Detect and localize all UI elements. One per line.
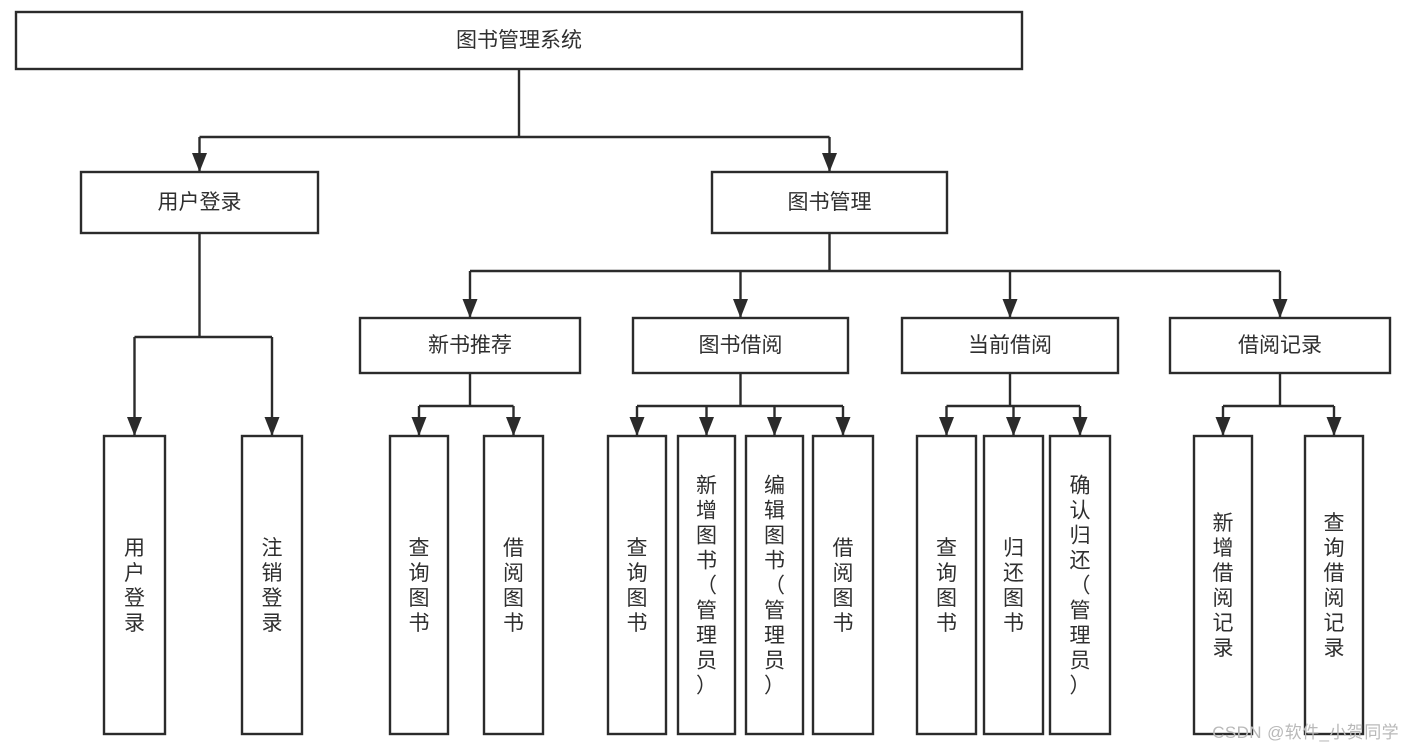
arrow-head-logout-action [264,417,280,436]
node-label-borrow-book-recommend: 借阅图书 [503,537,524,635]
node-label-add-book-admin: 新增图书（管理员） [696,475,717,698]
node-label-book-borrow: 图书借阅 [699,334,783,357]
node-label-query-book-borrow: 查询图书 [627,537,648,635]
node-user-login-action[interactable]: 用户登录 [102,434,167,736]
node-logout-action[interactable]: 注销登录 [240,434,304,736]
arrow-head-add-book-admin [699,417,714,436]
node-label-query-borrow-record: 查询借阅记录 [1324,512,1345,660]
node-box-add-borrow-record [1192,434,1254,736]
node-box-user-login-action [102,434,167,736]
node-query-book-borrow[interactable]: 查询图书 [606,434,668,736]
node-label-logout-action: 注销登录 [262,537,283,635]
node-root[interactable]: 图书管理系统 [14,10,1024,71]
node-box-borrow-book-action [811,434,875,736]
node-new-book-recommend[interactable]: 新书推荐 [358,316,582,375]
node-box-borrow-book-recommend [482,434,545,736]
watermark-text: CSDN @软件_小贺同学 [1212,723,1399,742]
arrow-head-borrow-book-recommend [506,417,521,436]
node-label-return-book: 归还图书 [1003,537,1024,635]
node-label-borrow-record: 借阅记录 [1238,334,1322,357]
arrow-head-query-borrow-record [1326,417,1342,436]
arrow-head-book-borrow [733,299,748,318]
arrow-head-query-book-borrow [629,417,645,436]
node-confirm-return-admin[interactable]: 确认归还（管理员） [1048,434,1112,736]
arrow-head-book-management [822,153,837,172]
node-label-edit-book-admin: 编辑图书（管理员） [764,475,785,698]
node-box-query-book-current [915,434,978,736]
node-layer: 图书管理系统用户登录图书管理新书推荐图书借阅当前借阅借阅记录用户登录注销登录查询… [14,10,1392,736]
node-box-book-borrow [631,316,850,375]
node-box-edit-book-admin [744,434,805,736]
node-box-root [14,10,1024,71]
node-book-borrow[interactable]: 图书借阅 [631,316,850,375]
node-label-user-login-action: 用户登录 [124,537,145,635]
node-add-book-admin[interactable]: 新增图书（管理员） [676,434,737,736]
node-label-book-management: 图书管理 [788,191,872,214]
node-label-borrow-book-action: 借阅图书 [833,537,854,635]
node-return-book[interactable]: 归还图书 [982,434,1045,736]
node-book-management[interactable]: 图书管理 [710,170,949,235]
arrow-head-borrow-book-action [835,417,851,436]
node-current-borrow[interactable]: 当前借阅 [900,316,1120,375]
arrow-head-query-book-recommend [411,417,427,436]
node-box-book-management [710,170,949,235]
node-add-borrow-record[interactable]: 新增借阅记录 [1192,434,1254,736]
node-box-return-book [982,434,1045,736]
node-edit-book-admin[interactable]: 编辑图书（管理员） [744,434,805,736]
node-box-new-book-recommend [358,316,582,375]
node-box-user-login [79,170,320,235]
arrow-head-user-login-action [127,417,142,436]
arrow-head-user-login [192,153,207,172]
node-query-book-recommend[interactable]: 查询图书 [388,434,450,736]
node-box-add-book-admin [676,434,737,736]
node-label-new-book-recommend: 新书推荐 [428,334,512,357]
arrow-head-return-book [1006,417,1021,436]
arrow-head-edit-book-admin [767,417,782,436]
connector-layer [127,69,1342,436]
arrow-head-add-borrow-record [1215,417,1231,436]
node-box-confirm-return-admin [1048,434,1112,736]
node-user-login[interactable]: 用户登录 [79,170,320,235]
node-label-root: 图书管理系统 [456,29,582,52]
node-box-logout-action [240,434,304,736]
node-box-current-borrow [900,316,1120,375]
arrow-head-confirm-return-admin [1072,417,1088,436]
node-label-add-borrow-record: 新增借阅记录 [1213,512,1234,660]
arrow-head-query-book-current [939,417,954,436]
arrow-head-current-borrow [1002,299,1018,318]
arrow-head-borrow-record [1272,299,1288,318]
node-borrow-record[interactable]: 借阅记录 [1168,316,1392,375]
node-label-confirm-return-admin: 确认归还（管理员） [1070,475,1091,698]
node-query-book-current[interactable]: 查询图书 [915,434,978,736]
node-label-query-book-recommend: 查询图书 [409,537,430,635]
node-label-user-login: 用户登录 [158,191,242,214]
node-borrow-book-action[interactable]: 借阅图书 [811,434,875,736]
node-label-query-book-current: 查询图书 [936,537,957,635]
node-query-borrow-record[interactable]: 查询借阅记录 [1303,434,1365,736]
node-borrow-book-recommend[interactable]: 借阅图书 [482,434,545,736]
node-box-query-book-recommend [388,434,450,736]
node-box-borrow-record [1168,316,1392,375]
node-box-query-borrow-record [1303,434,1365,736]
node-label-current-borrow: 当前借阅 [968,334,1052,357]
arrow-head-new-book-recommend [462,299,478,318]
node-box-query-book-borrow [606,434,668,736]
